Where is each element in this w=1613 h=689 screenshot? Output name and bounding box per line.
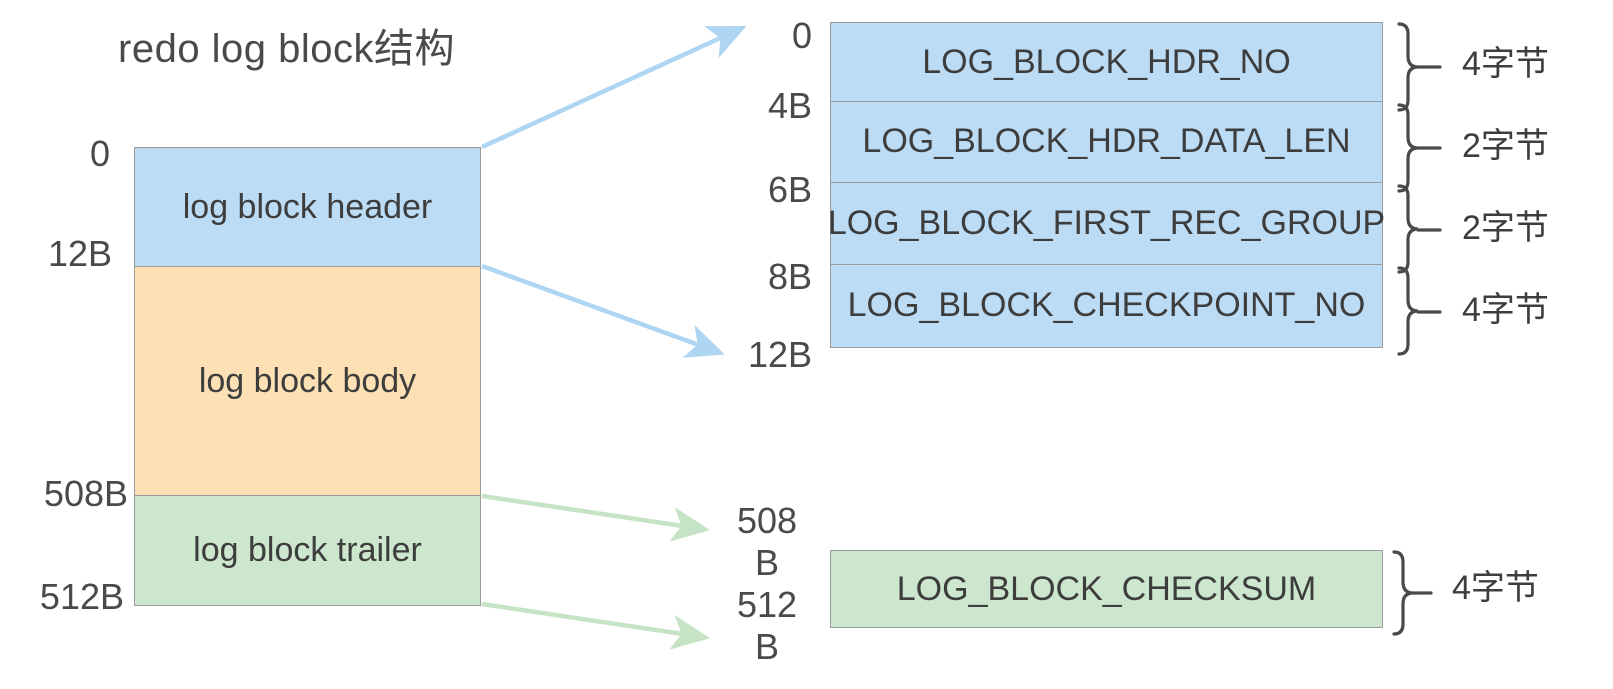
block-label: log block trailer xyxy=(193,531,422,569)
field-row-log-block-checksum[interactable]: LOG_BLOCK_CHECKSUM xyxy=(830,550,1383,628)
arrow-trailer-top xyxy=(481,493,711,542)
trailer-detail-offset-508B: 508 B xyxy=(736,500,798,584)
field-row-log-block-checkpoint-no[interactable]: LOG_BLOCK_CHECKPOINT_NO xyxy=(830,263,1383,348)
header-detail-offset-0: 0 xyxy=(791,15,812,56)
arrow-header-bottom xyxy=(481,263,725,358)
block-log-block-header[interactable]: log block header xyxy=(134,147,481,267)
header-detail-offset-8B: 8B xyxy=(767,256,812,297)
field-name: LOG_BLOCK_FIRST_REC_GROUP xyxy=(827,203,1386,242)
brace-group-header xyxy=(1397,22,1442,356)
field-row-log-block-hdr-data-len[interactable]: LOG_BLOCK_HDR_DATA_LEN xyxy=(830,100,1383,183)
brace-group-trailer xyxy=(1392,550,1433,636)
header-detail-offset-6B: 6B xyxy=(767,169,812,210)
brace-checkpoint-no xyxy=(1397,266,1419,356)
field-row-log-block-first-rec-group[interactable]: LOG_BLOCK_FIRST_REC_GROUP xyxy=(827,181,1386,265)
size-label-hdr-data-len: 2字节 xyxy=(1462,127,1549,165)
brace-hdr-data-len xyxy=(1397,103,1419,193)
arrow-trailer-bottom xyxy=(481,601,711,650)
field-row-log-block-hdr-no[interactable]: LOG_BLOCK_HDR_NO xyxy=(830,22,1383,103)
field-name: LOG_BLOCK_HDR_DATA_LEN xyxy=(862,122,1351,160)
size-label-checksum: 4字节 xyxy=(1452,569,1539,607)
block-log-block-trailer[interactable]: log block trailer xyxy=(134,495,481,606)
field-name: LOG_BLOCK_HDR_NO xyxy=(922,43,1291,81)
trailer-detail-offset-512B: 512 B xyxy=(736,584,798,668)
brace-hdr-no xyxy=(1397,22,1419,112)
field-name: LOG_BLOCK_CHECKSUM xyxy=(896,569,1317,608)
left-offset-512B: 512B xyxy=(39,576,124,617)
size-label-first-rec-group: 2字节 xyxy=(1462,209,1549,247)
block-log-block-body[interactable]: log block body xyxy=(134,266,481,496)
left-offset-12B: 12B xyxy=(47,233,112,274)
page-title: redo log block结构 xyxy=(118,27,456,71)
header-detail-offset-12B: 12B xyxy=(747,334,812,375)
block-label: log block body xyxy=(198,361,417,400)
header-detail-offset-4B: 4B xyxy=(767,85,812,126)
field-name: LOG_BLOCK_CHECKPOINT_NO xyxy=(847,286,1366,324)
size-label-hdr-no: 4字节 xyxy=(1462,45,1549,83)
left-offset-0: 0 xyxy=(89,133,110,174)
left-offset-508B: 508B xyxy=(43,473,128,514)
block-label: log block header xyxy=(182,187,433,226)
brace-first-rec-group xyxy=(1397,184,1419,274)
size-label-checkpoint-no: 4字节 xyxy=(1462,291,1549,329)
brace-checksum xyxy=(1392,550,1414,636)
